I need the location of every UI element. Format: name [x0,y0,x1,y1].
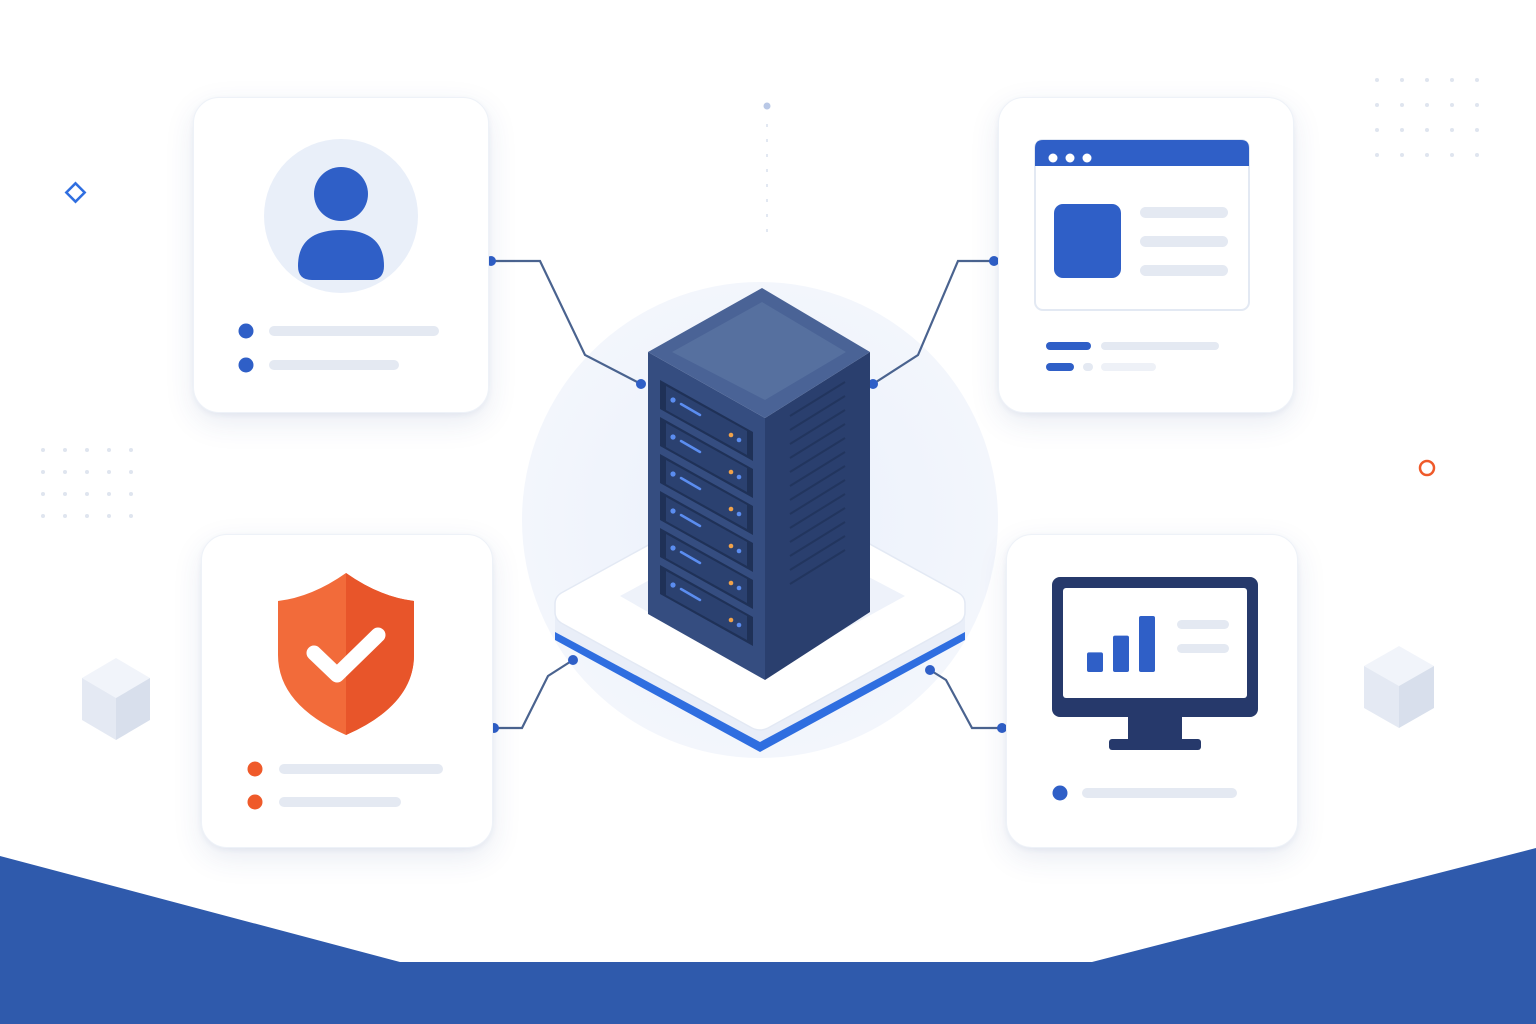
rack-unit [660,565,753,646]
chart-bar [1139,616,1155,672]
rack-unit [660,454,753,535]
browser-window-icon [1034,139,1250,311]
user-detail-lines [238,323,439,373]
vertical-dotted-line [763,102,771,235]
monitor-detail-lines [1052,785,1237,801]
cube-left-icon [82,658,150,740]
browser-detail-lines [1046,342,1219,371]
rack-unit [660,491,753,572]
monitor-card[interactable] [1006,534,1298,848]
chart-bar [1087,652,1103,672]
security-detail-lines [247,761,443,810]
connector-monitor-server [929,669,1002,730]
user-card[interactable] [193,97,489,413]
security-card[interactable] [201,534,493,848]
rack-unit [660,380,753,461]
chart-bar [1113,635,1129,672]
browser-card[interactable] [998,97,1294,413]
connector-security-server [494,659,574,730]
user-avatar-icon [298,167,384,280]
cube-right-icon [1364,646,1434,728]
connector-web-server [872,259,994,385]
shield-check-icon [278,573,414,735]
rack-unit [660,417,753,498]
monitor-chart-icon [1052,577,1258,750]
ring-outline-icon [1418,459,1436,477]
footer-wave [0,848,1536,1024]
connectors [491,259,1002,730]
connector-user-server [491,259,642,385]
diamond-outline-icon [64,181,87,204]
dot-grid-left [41,448,133,518]
dot-grid-top-right [1375,78,1479,157]
server-rack-icon [648,288,870,680]
rack-unit [660,528,753,609]
